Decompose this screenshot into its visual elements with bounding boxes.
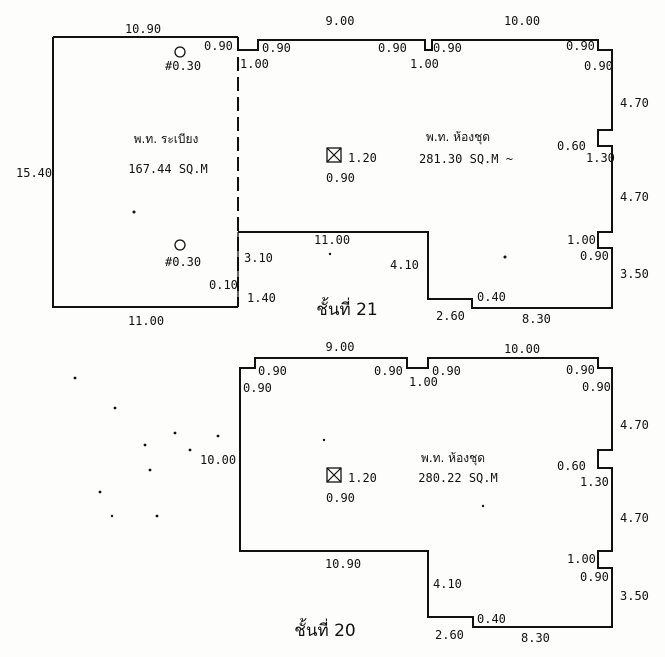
dim-corner-side: 0.90 <box>582 380 611 394</box>
drain-icon <box>174 46 186 58</box>
dim-inner-base: 1.40 <box>247 291 276 305</box>
dim-bottom-left: 11.00 <box>128 314 164 328</box>
dim-left: 10.00 <box>200 453 236 467</box>
dim-right-notch-side: 1.30 <box>580 475 609 489</box>
dim-corner-top: 0.90 <box>566 363 595 377</box>
dim-right-notch-top: 0.60 <box>557 139 586 153</box>
dim-right-2: 4.70 <box>620 511 649 525</box>
unit-outline-21 <box>238 39 613 309</box>
upper-plan: 10.90 15.40 11.00 0.90 0.10 #0.30 #0.30 … <box>16 14 649 328</box>
boxed-x-column-icon <box>326 147 342 163</box>
dim-bottom-b: 0.40 <box>477 290 506 304</box>
column-width: 1.20 <box>348 471 377 485</box>
dim-left-notch-b: 0.90 <box>243 381 272 395</box>
dim-notch-a: 0.90 <box>374 364 403 378</box>
lower-plan: 9.00 10.00 0.90 0.90 0.90 1.00 0.90 0.90… <box>73 340 649 645</box>
dim-right-notch2-side: 0.90 <box>580 570 609 584</box>
dim-bottom-a: 2.60 <box>436 309 465 323</box>
dim-corner-side: 0.90 <box>584 59 613 73</box>
dim-right-notch-top: 0.60 <box>557 459 586 473</box>
dim-right-notch2-top: 1.00 <box>567 552 596 566</box>
drain-label: #0.30 <box>165 59 201 73</box>
dim-right-notch2-top: 1.00 <box>567 233 596 247</box>
dim-top-right: 10.00 <box>504 14 540 28</box>
unit-name: พ.ท. ห้องชุด <box>421 451 485 466</box>
drain-icon <box>174 239 186 251</box>
dim-notch-drop: 1.00 <box>409 375 438 389</box>
column-height: 0.90 <box>326 171 355 185</box>
dim-right-1: 4.70 <box>620 96 649 110</box>
dim-notch1-drop-b: 1.00 <box>410 57 439 71</box>
dim-inner-right: 4.10 <box>390 258 419 272</box>
dim-right-3: 3.50 <box>620 589 649 603</box>
dim-bal-bottom-right: 0.10 <box>209 278 238 292</box>
dim-right-notch2-side: 0.90 <box>580 249 609 263</box>
dim-top-mid: 9.00 <box>326 340 355 354</box>
unit-area: 281.30 SQ.M ~ <box>419 152 513 166</box>
dim-notch1-drop-a: 1.00 <box>240 57 269 71</box>
dim-notch1-right-b: 0.90 <box>433 41 462 55</box>
column-width: 1.20 <box>348 151 377 165</box>
dim-bottom-b: 0.40 <box>477 612 506 626</box>
dim-notch1-left: 0.90 <box>262 41 291 55</box>
dim-bal-top-right: 0.90 <box>204 39 233 53</box>
balcony-area: 167.44 SQ.M <box>128 162 207 176</box>
balcony-outline <box>52 36 238 308</box>
dim-notch-b: 0.90 <box>432 364 461 378</box>
dim-notch1-right-a: 0.90 <box>378 41 407 55</box>
unit-name: พ.ท. ห้องชุด <box>426 130 490 145</box>
unit-area: 280.22 SQ.M <box>418 471 497 485</box>
balcony-name: พ.ท. ระเบียง <box>134 132 199 146</box>
dim-inner-right: 4.10 <box>433 577 462 591</box>
dim-top-mid: 9.00 <box>326 14 355 28</box>
dim-right-1: 4.70 <box>620 418 649 432</box>
floor-label-20: ชั้นที่ 20 <box>294 618 355 641</box>
dim-inner-left: 3.10 <box>244 251 273 265</box>
dim-top-right: 10.00 <box>504 342 540 356</box>
dim-left-notch-a: 0.90 <box>258 364 287 378</box>
dim-bottom-c: 8.30 <box>521 631 550 645</box>
dim-inner-top: 11.00 <box>314 233 350 247</box>
column-height: 0.90 <box>326 491 355 505</box>
dim-bottom-a: 2.60 <box>435 628 464 642</box>
unit-outline-20 <box>239 357 613 628</box>
floor-label-21: ชั้นที่ 21 <box>316 297 377 320</box>
dim-corner-top: 0.90 <box>566 39 595 53</box>
dim-left: 15.40 <box>16 166 52 180</box>
boxed-x-column-icon <box>326 467 342 483</box>
dim-bottom-c: 8.30 <box>522 312 551 326</box>
dim-inner-top: 10.90 <box>325 557 361 571</box>
dim-top-left: 10.90 <box>125 22 161 36</box>
dim-right-notch-side: 1.30 <box>586 151 615 165</box>
dim-right-3: 3.50 <box>620 267 649 281</box>
dim-right-2: 4.70 <box>620 190 649 204</box>
drain-label: #0.30 <box>165 255 201 269</box>
